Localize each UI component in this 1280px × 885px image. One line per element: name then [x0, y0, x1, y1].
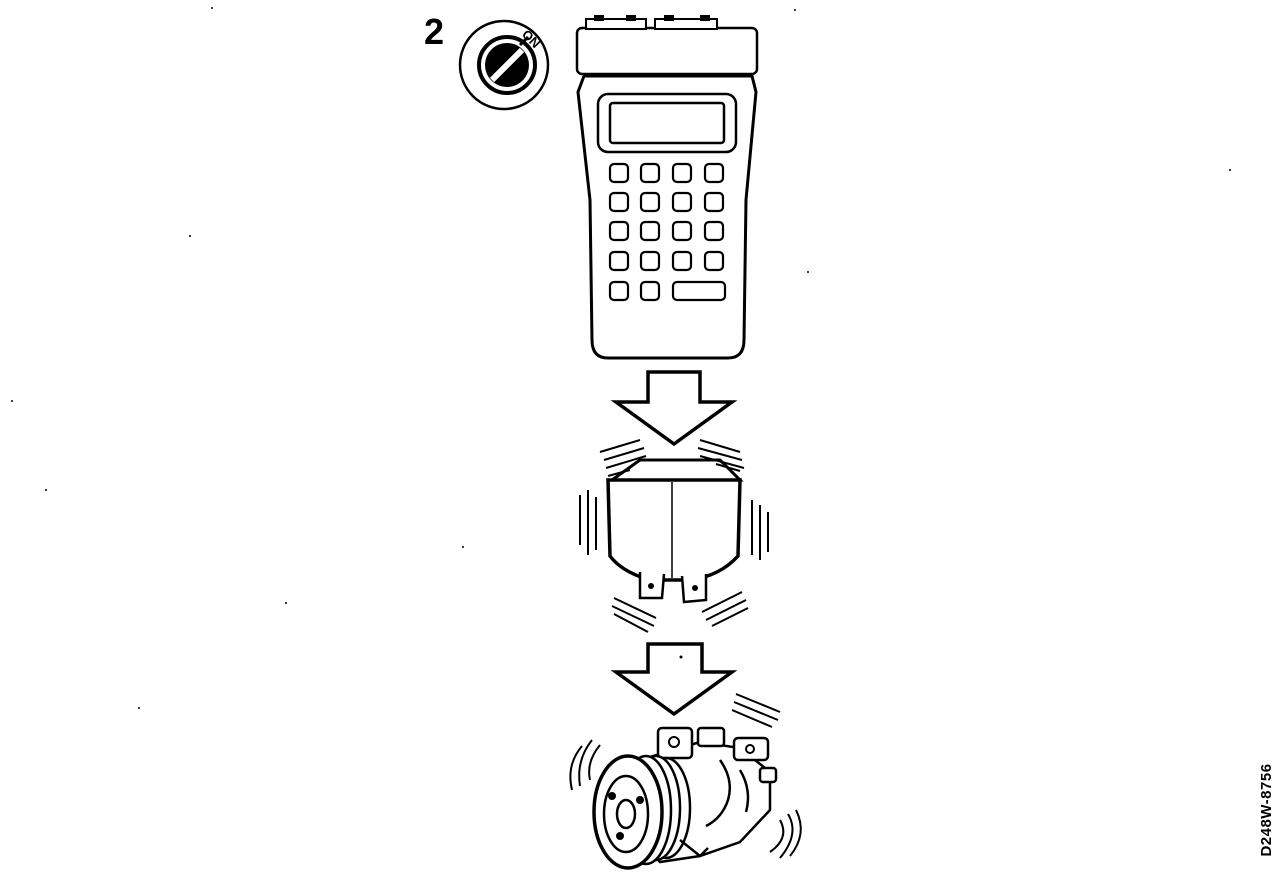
scan-specks: [11, 7, 1231, 709]
ac-compressor-icon: [592, 726, 778, 870]
down-arrow-icon: [610, 642, 738, 717]
compressor-vibration-lines: [569, 693, 802, 859]
step-number: 2: [424, 11, 445, 52]
down-arrow-icon: [610, 370, 738, 447]
figure-code: D248W-8756: [1258, 763, 1275, 857]
scan-tool-icon: [575, 15, 759, 360]
keypad: [608, 162, 727, 302]
relay-vibration-lines: [579, 439, 769, 633]
relay-icon: [606, 458, 744, 604]
ignition-switch-icon: ON: [458, 19, 550, 111]
